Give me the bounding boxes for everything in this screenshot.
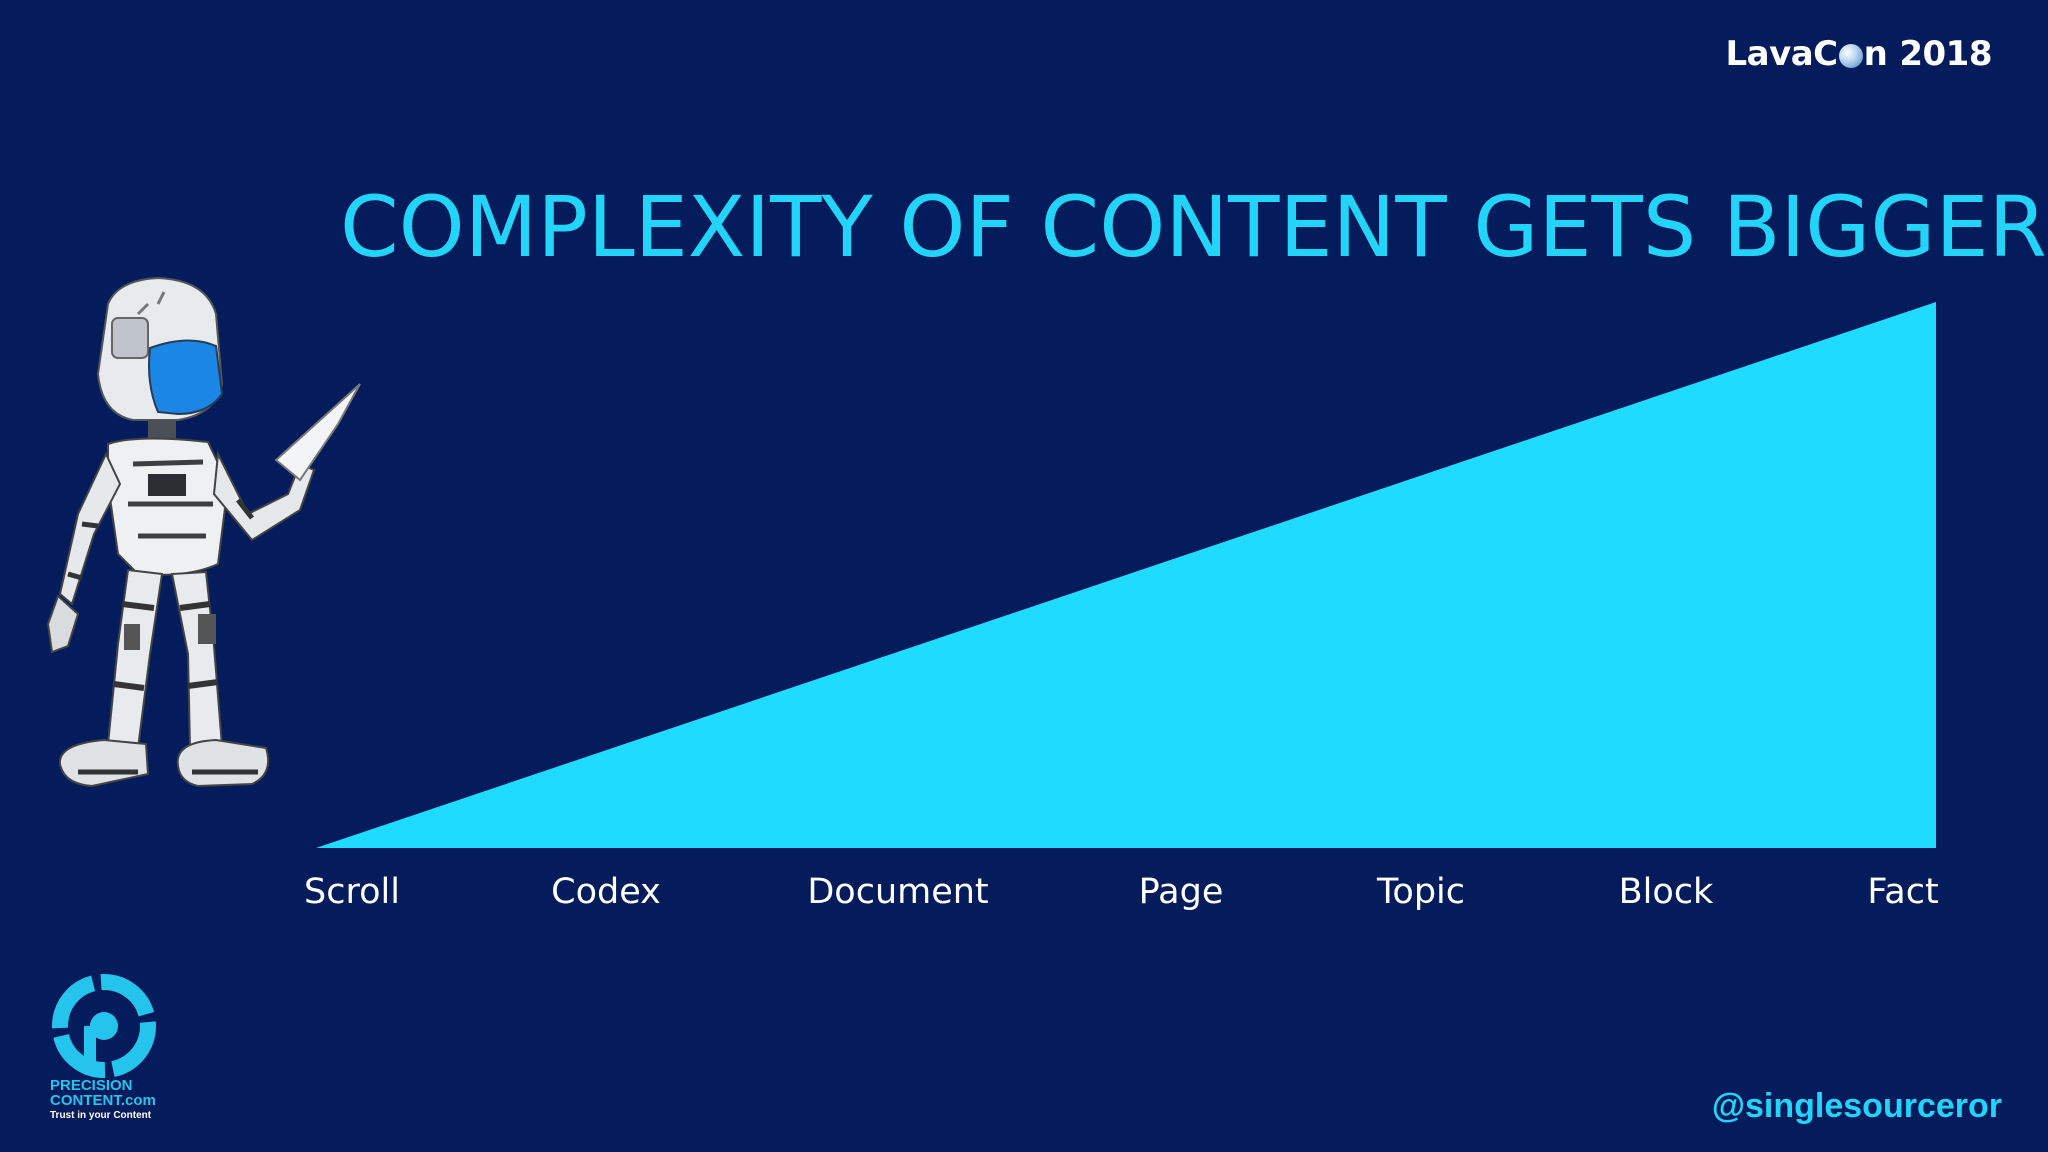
robot-legs — [106, 568, 224, 750]
robot-feet — [58, 738, 270, 788]
brand-name-part1: LavaC — [1725, 34, 1838, 74]
robot-torso — [107, 437, 230, 576]
robot-illustration — [46, 276, 361, 788]
complexity-area — [316, 302, 1936, 848]
x-tick-label: Scroll — [304, 872, 400, 912]
globe-icon — [1838, 44, 1863, 68]
twitter-handle: @singlesourceror — [1711, 1087, 2002, 1125]
robot-left-arm — [46, 451, 122, 654]
slide-title: COMPLEXITY OF CONTENT GETS BIGGER — [340, 178, 2047, 276]
logo-line1: PRECISION — [50, 1077, 133, 1094]
precision-content-logo — [52, 974, 156, 1078]
x-tick-label: Page — [1138, 872, 1224, 912]
precision-content-text: PRECISION CONTENT.com Trust in your Cont… — [50, 1078, 156, 1123]
lavacon-logo: LavaC n 2018 — [1725, 34, 1992, 74]
brand-name-part2: n — [1863, 34, 1888, 74]
x-tick-label: Codex — [551, 872, 661, 912]
logo-line2: CONTENT.com — [50, 1092, 156, 1109]
x-tick-label: Topic — [1376, 872, 1466, 912]
x-tick-label: Document — [807, 872, 989, 912]
x-tick-label: Block — [1618, 872, 1714, 912]
brand-year: 2018 — [1899, 34, 1992, 74]
robot-right-arm — [212, 383, 361, 542]
x-tick-label: Fact — [1867, 872, 1939, 912]
robot-head — [96, 276, 224, 421]
logo-tagline: Trust in your Content — [50, 1110, 152, 1121]
